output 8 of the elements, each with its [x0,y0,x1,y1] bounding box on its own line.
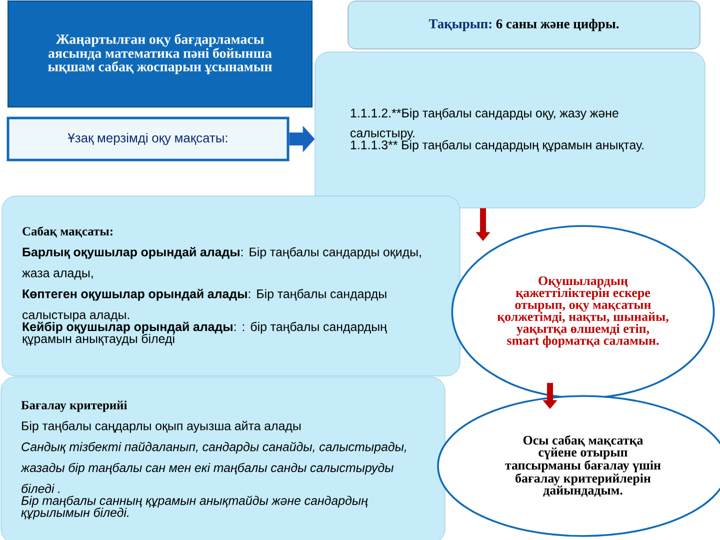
topic-box: Тақырып: 6 саны және цифры. [348,0,700,50]
criteria-box: Бағалау критерийі Бір таңбалы саңдарлы оқып ауызша айта алады Сандық тізбекті пайдаланып, сандарды санайды, салыстырады, жазады бір таңбалы сан мен екі таңбалы санды салыстыруды біледі . Бір таңбалы санның құрамын анықтайды және сандардың құрылымын біледі. [0,376,446,540]
goal-box: Ұзақ мерзімді оқу мақсаты: [6,116,290,162]
node-label: Осы сабақ мақсатқа сүйене отырып тапсырманы бағалау үшін бағалау критерийлерін дайындадым. [505,435,661,497]
node-label: Оқушылардың қажеттіліктерін ескере отырып, оқу мақсатын қолжетімді, нақты, шынайы, уақытқа өлшемді етіп, smart форматқа саламын. [497,276,668,348]
title-box: Жаңартылған оқу бағдарламасы аясында математика пәні бойынша ықшам сабақ жоспарын ұсынамын [8,0,312,108]
lesson-goals-box: Сабақ мақсаты: Барлық оқушылар орындай алады: Бір таңбалы сандарды оқиды, жаза алады, Көптеген оқушылар орындай алады: Бір таңбалы сандарды салыстыра алады. Кейбір оқушылар орындай алады: : бір таңбалы сандардың құрамын анықтауды біледі [2,196,460,376]
objectives-box: 1.1.1.2.**Бір таңбалы сандарды оқу, жазу және салыстыру. 1.1.1.3** Бір таңбалы сандардың құрамын анықтау. [314,52,706,208]
